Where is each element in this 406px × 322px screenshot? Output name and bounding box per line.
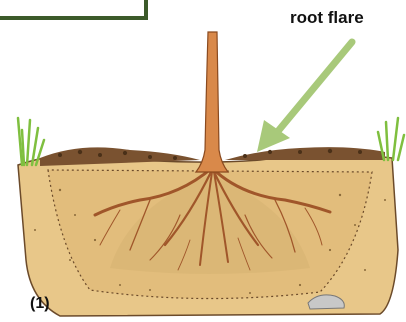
corner-frame [0, 0, 146, 18]
panel-number: (1) [30, 295, 50, 313]
tree-trunk [196, 32, 228, 172]
grass-right [378, 118, 404, 160]
root-flare-label: root flare [290, 8, 364, 28]
arrow-pointing-down-left-icon [257, 42, 352, 152]
grass-left [18, 118, 44, 165]
